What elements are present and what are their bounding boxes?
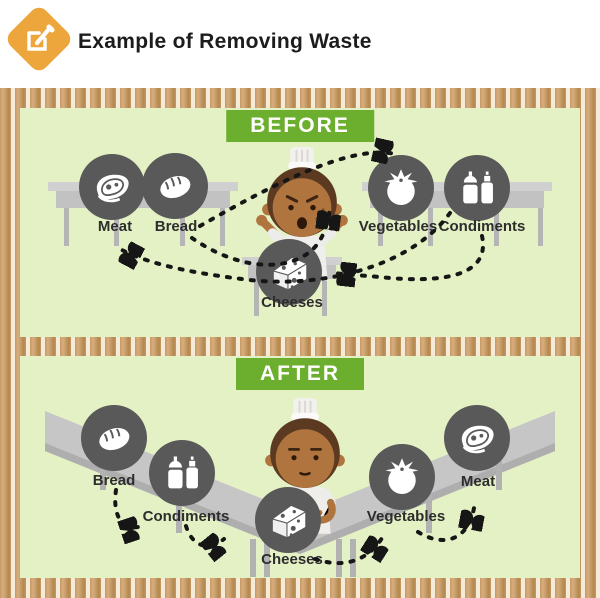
condiments-icon [160,451,204,495]
bread-icon [153,164,197,208]
station-meat [79,154,145,220]
bamboo-frame: BEFORE [0,88,600,598]
station-vegetables [368,155,434,221]
station-label: Bread [154,218,198,235]
station-label: Condiments [142,508,230,525]
station-bread [81,405,147,471]
cheese-icon [265,498,311,542]
condiments-icon [455,166,499,210]
station-label: Cheeses [261,551,323,568]
station-meat [444,405,510,471]
station-cheeses [255,487,321,553]
vegetables-icon [379,166,423,210]
header: Example of Removing Waste [0,0,600,88]
before-label: BEFORE [226,110,374,142]
station-label: Vegetables [358,218,438,235]
meat-icon [90,165,134,209]
cheese-icon [266,250,312,294]
before-panel: BEFORE [20,108,580,337]
station-condiments [444,155,510,221]
station-condiments [149,440,215,506]
station-label: Meat [460,473,496,490]
station-label: Meat [97,218,133,235]
station-bread [142,153,208,219]
after-label: AFTER [236,358,364,390]
bread-icon [92,416,136,460]
station-label: Vegetables [366,508,446,525]
meat-icon [455,416,499,460]
after-panel: AFTER [20,356,580,578]
station-label: Cheeses [261,294,323,311]
page-title: Example of Removing Waste [78,30,372,53]
vegetables-icon [380,455,424,499]
station-label: Bread [92,472,136,489]
edit-pencil-icon [3,3,75,75]
station-label: Condiments [438,218,526,235]
station-vegetables [369,444,435,510]
